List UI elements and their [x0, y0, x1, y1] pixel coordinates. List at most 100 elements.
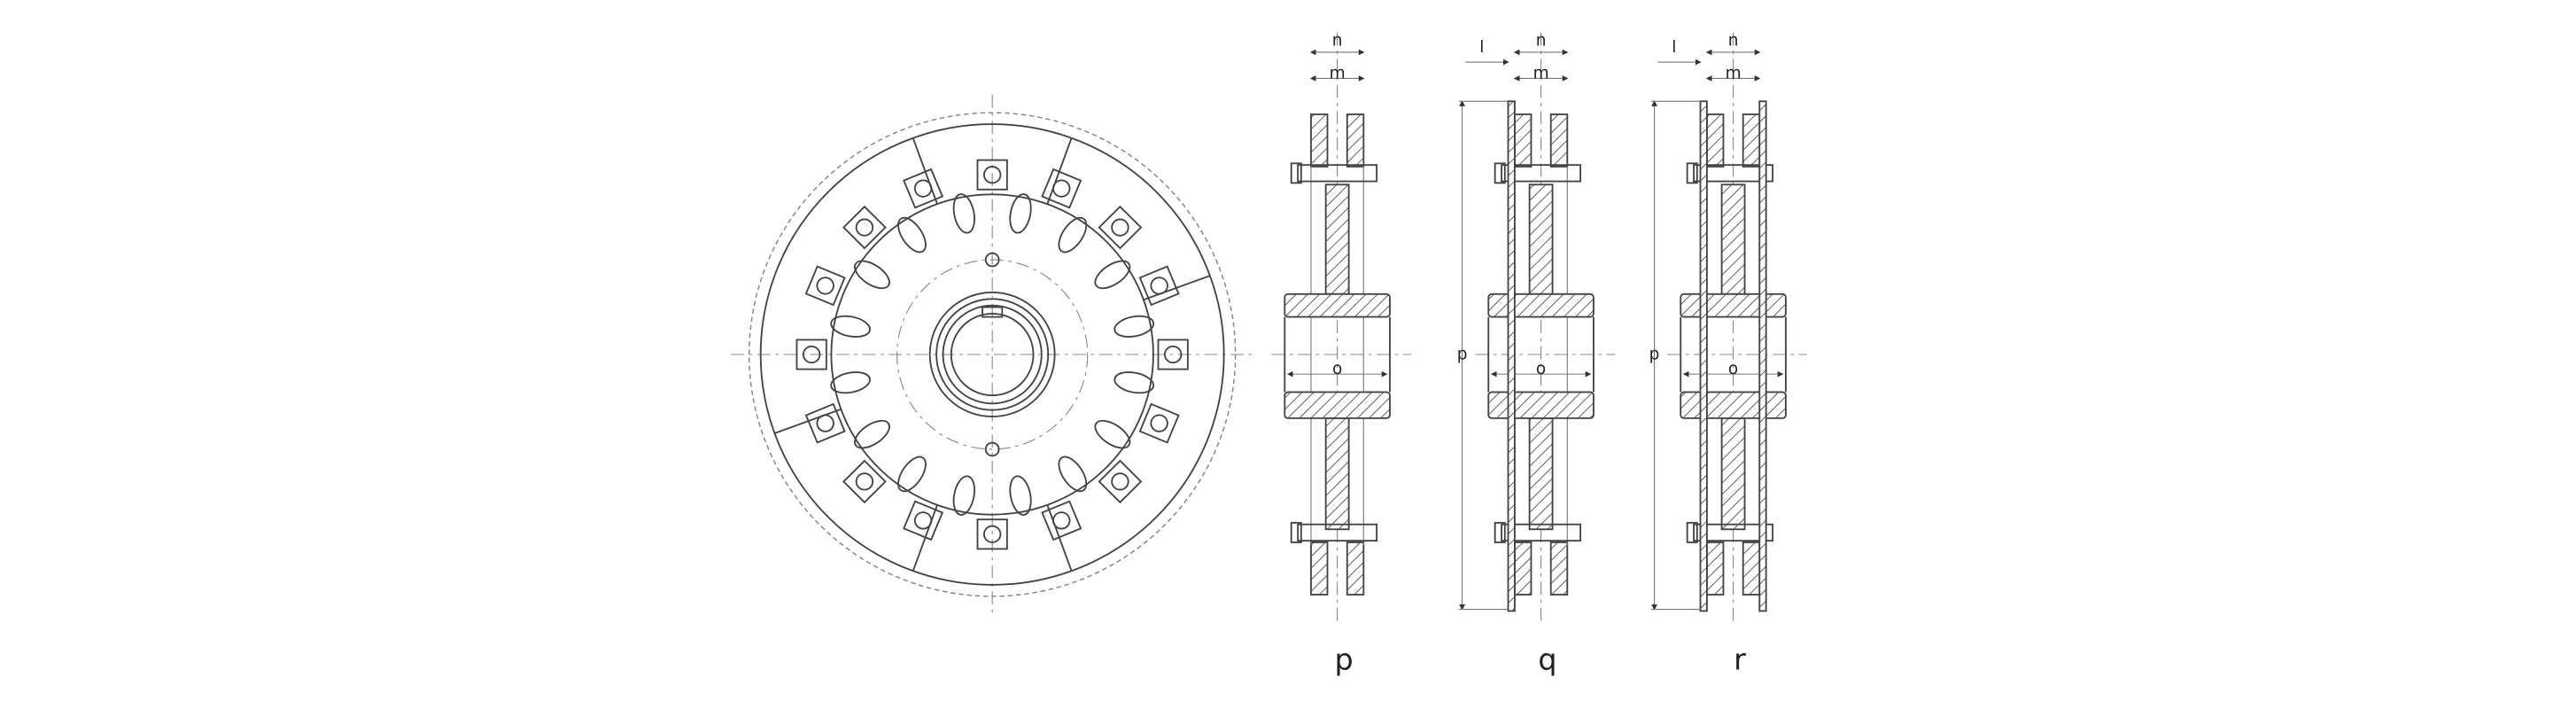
bolt-square: [1098, 205, 1143, 250]
bolt-icon: [1052, 511, 1071, 530]
slot: [854, 260, 890, 290]
bolt-square: [1041, 500, 1082, 541]
label-n: n: [1332, 32, 1343, 51]
bolt-icon: [1150, 277, 1168, 295]
bolt-icon: [816, 414, 834, 432]
slot: [1113, 315, 1155, 338]
disc: [1324, 183, 1350, 295]
flange: [1346, 113, 1365, 168]
flange: [1742, 541, 1761, 596]
bolt-square: [903, 168, 944, 209]
slot: [1094, 260, 1131, 290]
slot: [897, 216, 927, 253]
flange: [1514, 541, 1532, 596]
label-o: o: [1332, 360, 1342, 378]
hub: [1284, 391, 1391, 419]
bolt-block: [1098, 205, 1143, 250]
segment-joint: [1046, 137, 1073, 205]
slot: [1058, 216, 1088, 253]
bolt-square: [804, 402, 846, 444]
nut: [1290, 521, 1302, 543]
label-l: l: [1479, 38, 1484, 57]
bolt-icon: [1163, 345, 1183, 364]
slot: [1009, 475, 1032, 516]
hub: [1284, 292, 1391, 318]
label-l: l: [1672, 38, 1676, 57]
bolt-square: [1138, 265, 1180, 307]
bolt-square: [1138, 402, 1180, 444]
guard-plate: [1758, 100, 1767, 612]
flange: [1549, 113, 1569, 168]
bolt-icon: [982, 166, 1002, 184]
slot: [830, 371, 871, 394]
bolt-icon: [855, 472, 874, 491]
front-view: [731, 94, 1257, 615]
slot: [854, 419, 890, 449]
bolt-square: [795, 339, 827, 370]
bolt: [1297, 523, 1378, 542]
bolt-icon: [982, 525, 1002, 543]
slot: [952, 193, 976, 234]
label-p: p: [1649, 346, 1660, 364]
slot: [1113, 371, 1155, 394]
bolt: [1501, 164, 1582, 183]
bolt-block: [1138, 402, 1180, 444]
flange: [1514, 113, 1532, 168]
nut: [1290, 162, 1302, 184]
view-caption: q: [1538, 643, 1556, 677]
hub: [1487, 292, 1594, 318]
bolt-block: [976, 159, 1008, 191]
disc: [1720, 417, 1746, 531]
label-n: n: [1728, 32, 1739, 51]
slot: [897, 456, 927, 493]
label-m: m: [1533, 65, 1549, 83]
flange: [1705, 541, 1725, 596]
label-m: m: [1330, 65, 1346, 83]
bolt-icon: [816, 277, 834, 295]
bolt-square: [1041, 168, 1082, 209]
slot: [952, 475, 976, 516]
hub: [1680, 391, 1787, 419]
bolt-block: [976, 518, 1008, 550]
bolt-icon: [1111, 218, 1129, 237]
bolt-square: [903, 500, 944, 541]
segment-joint: [912, 137, 938, 205]
slot: [1058, 456, 1088, 493]
bolt-icon: [1150, 414, 1168, 432]
segment-joint: [1046, 504, 1073, 572]
label-p: p: [1457, 346, 1468, 364]
label-o: o: [1536, 360, 1546, 378]
slot: [830, 315, 871, 338]
bolt-square: [1157, 339, 1189, 370]
bolt-icon: [913, 179, 933, 198]
bolt-block: [795, 339, 827, 370]
flange: [1742, 113, 1761, 168]
bolt-block: [842, 459, 887, 504]
bolt-block: [804, 265, 846, 307]
flange: [1310, 113, 1329, 168]
flange: [1310, 541, 1329, 596]
bolt-icon: [913, 511, 933, 530]
slot: [1094, 419, 1131, 449]
disc: [1720, 183, 1746, 295]
bolt-square: [842, 205, 887, 250]
bolt-icon: [855, 218, 874, 237]
guard-plate: [1507, 100, 1516, 612]
bolt: [1501, 523, 1582, 542]
bolt-icon: [802, 345, 821, 364]
label-o: o: [1728, 360, 1738, 378]
nut: [1686, 521, 1698, 543]
disc: [1528, 417, 1554, 531]
label-m: m: [1726, 65, 1742, 83]
bolt-square: [976, 159, 1008, 191]
segment-joint: [774, 408, 842, 434]
nut: [1686, 162, 1698, 184]
bolt-icon: [1052, 179, 1071, 198]
bolt-icon: [1111, 472, 1129, 491]
bolt: [1297, 164, 1378, 183]
bolt-square: [976, 518, 1008, 550]
